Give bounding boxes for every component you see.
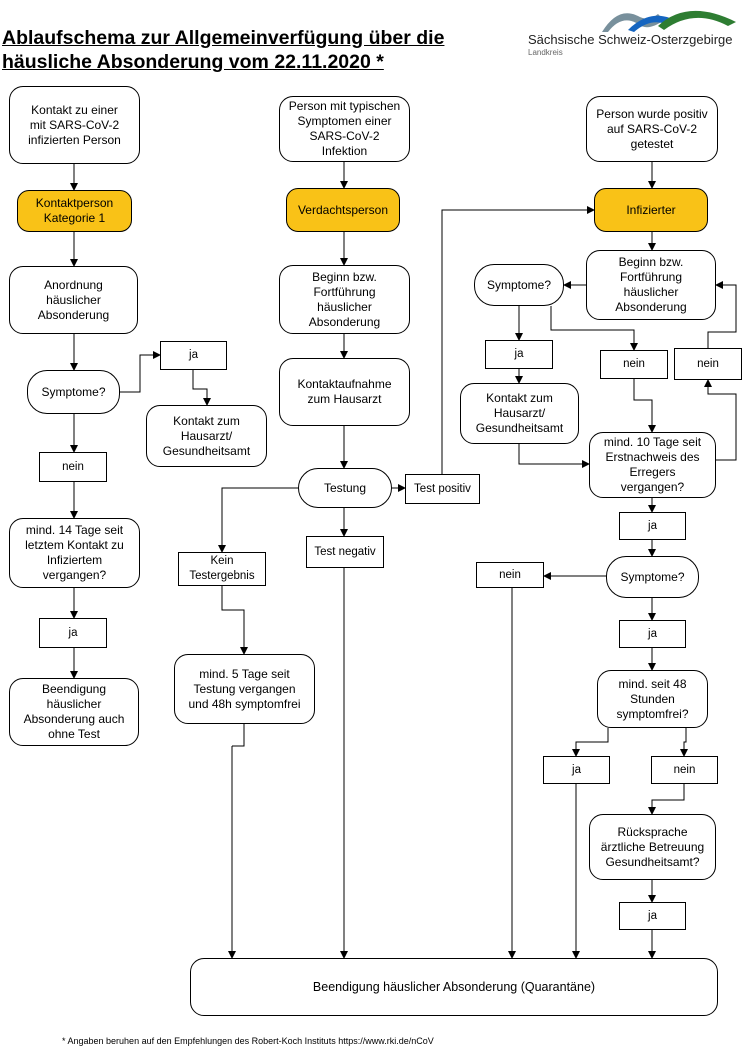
node-mind-10: mind. 10 Tage seit Erstnachweis des Erre… bbox=[589, 432, 716, 498]
node-beginn-right: Beginn bzw. Fortführung häuslicher Abson… bbox=[586, 250, 716, 320]
arrow bbox=[550, 306, 638, 351]
node-ja-r5: ja bbox=[619, 902, 686, 930]
node-kein-testergebnis: Kein Testergebnis bbox=[178, 552, 266, 586]
arrow bbox=[680, 728, 688, 757]
node-mind-5: mind. 5 Tage seit Testung vergangen und … bbox=[174, 654, 315, 724]
node-mind-14: mind. 14 Tage seit letztem Kontakt zu In… bbox=[9, 518, 140, 588]
arrow bbox=[221, 586, 248, 655]
node-nein-r2: nein bbox=[476, 562, 544, 588]
arrow bbox=[441, 206, 595, 474]
node-testung: Testung bbox=[298, 468, 392, 508]
node-ja-left-top: ja bbox=[160, 341, 227, 370]
node-kontakt-hausarzt-left: Kontakt zum Hausarzt/ Gesundheitsamt bbox=[146, 405, 267, 467]
arrow bbox=[707, 281, 737, 348]
node-beendigung-left: Beendigung häuslicher Absonderung auch o… bbox=[9, 678, 139, 746]
node-person-symptome: Person mit typischen Symptomen einer SAR… bbox=[279, 96, 410, 162]
node-test-positiv: Test positiv bbox=[405, 474, 480, 504]
arrow bbox=[572, 728, 609, 757]
node-test-negativ: Test negativ bbox=[306, 536, 384, 568]
node-symptome-left: Symptome? bbox=[27, 370, 120, 414]
node-beginn-mid: Beginn bzw. Fortführung häuslicher Abson… bbox=[279, 265, 410, 334]
arrow bbox=[232, 724, 245, 958]
arrow bbox=[120, 351, 161, 393]
arrow bbox=[192, 370, 211, 406]
node-verdachtsperson: Verdachtsperson bbox=[286, 188, 400, 232]
arrow bbox=[648, 784, 685, 815]
arrow bbox=[218, 487, 298, 553]
node-person-positiv: Person wurde positiv auf SARS-CoV-2 gete… bbox=[586, 96, 718, 162]
node-ja-r1: ja bbox=[485, 340, 553, 369]
node-kontakt-hausarzt-right: Kontakt zum Hausarzt/ Gesundheitsamt bbox=[460, 383, 579, 444]
node-ja-r3: ja bbox=[619, 620, 686, 648]
node-symptome-r1: Symptome? bbox=[474, 264, 564, 306]
node-ruecksprache: Rücksprache ärztliche Betreuung Gesundhe… bbox=[589, 814, 716, 880]
node-symptome-r2: Symptome? bbox=[606, 556, 699, 598]
node-ja-r2: ja bbox=[619, 512, 686, 540]
landkreis-logo-icon bbox=[602, 10, 736, 32]
logo-name: Sächsische Schweiz-Osterzgebirge bbox=[528, 32, 733, 47]
node-infizierter: Infizierter bbox=[594, 188, 708, 232]
footnote: * Angaben beruhen auf den Empfehlungen d… bbox=[62, 1036, 434, 1046]
node-anordnung: Anordnung häuslicher Absonderung bbox=[9, 266, 138, 334]
node-ja-left-bottom: ja bbox=[39, 618, 107, 648]
title-line-2: häusliche Absonderung vom 22.11.2020 * bbox=[2, 51, 384, 73]
title-line-1: Ablaufschema zur Allgemeinverfügung über… bbox=[2, 27, 445, 49]
node-nein-r4: nein bbox=[651, 756, 718, 784]
arrow bbox=[518, 444, 590, 468]
node-nein-r1: nein bbox=[600, 350, 668, 379]
arrow bbox=[704, 379, 737, 461]
arrow bbox=[633, 379, 656, 433]
node-beendigung-final: Beendigung häuslicher Absonderung (Quara… bbox=[190, 958, 718, 1016]
page-title: Ablaufschema zur Allgemeinverfügung über… bbox=[2, 26, 444, 74]
node-kontakt-start: Kontakt zu einer mit SARS-CoV-2 infizier… bbox=[9, 86, 140, 164]
node-nein-left: nein bbox=[39, 452, 107, 482]
node-kontaktaufnahme: Kontaktaufnahme zum Hausarzt bbox=[279, 358, 410, 426]
node-kategorie-1: Kontaktperson Kategorie 1 bbox=[17, 190, 132, 232]
node-ja-r4: ja bbox=[543, 756, 610, 784]
node-nein-r1b: nein bbox=[674, 348, 742, 380]
logo-sub: Landkreis bbox=[528, 48, 563, 57]
node-mind-48: mind. seit 48 Stunden symptomfrei? bbox=[597, 670, 708, 728]
